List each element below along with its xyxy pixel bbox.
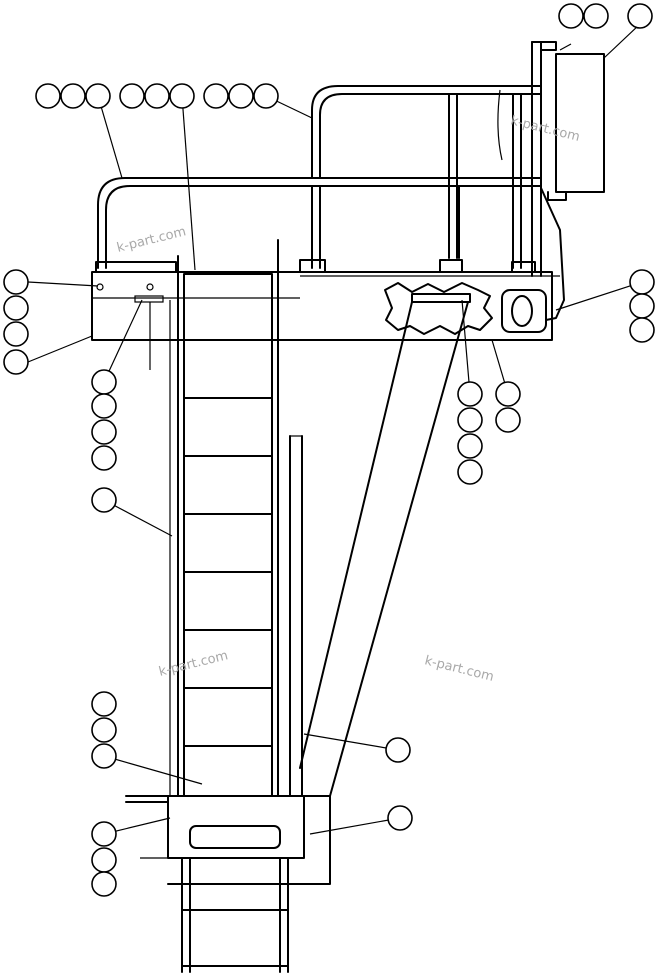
- callout-balloon: [91, 717, 117, 743]
- cutaway-opening: [384, 282, 547, 335]
- callout-balloon: [144, 83, 170, 109]
- callout-balloon: [629, 269, 655, 295]
- callout-balloon: [119, 83, 145, 109]
- callout-balloon: [85, 83, 111, 109]
- callout-balloon: [457, 381, 483, 407]
- callouts: [3, 3, 655, 897]
- callout-balloon: [627, 3, 653, 29]
- callout-balloon: [91, 393, 117, 419]
- callout-balloon: [457, 407, 483, 433]
- callout-balloon: [558, 3, 584, 29]
- callout-balloon: [385, 737, 411, 763]
- callout-balloon: [91, 691, 117, 717]
- callout-balloon: [35, 83, 61, 109]
- callout-balloon: [457, 433, 483, 459]
- right-post: [531, 41, 605, 321]
- lower-landing: [125, 795, 331, 973]
- diagonal-support: [299, 301, 469, 797]
- watermark-4: k-part.com: [423, 653, 495, 685]
- platform-beam: [91, 259, 560, 370]
- callout-balloon: [3, 349, 29, 375]
- ladder: [169, 239, 303, 797]
- callout-balloon: [253, 83, 279, 109]
- watermark-1: k-part.com: [115, 224, 187, 256]
- callout-balloon: [3, 269, 29, 295]
- callout-balloon: [3, 321, 29, 347]
- callout-balloon: [203, 83, 229, 109]
- callout-balloon: [91, 419, 117, 445]
- callout-balloon: [60, 83, 86, 109]
- callout-balloon: [495, 407, 521, 433]
- callout-balloon: [457, 459, 483, 485]
- callout-balloon: [228, 83, 254, 109]
- callout-balloon: [91, 445, 117, 471]
- callout-balloon: [91, 743, 117, 769]
- leader-lines: [27, 23, 643, 835]
- callout-balloon: [91, 821, 117, 847]
- callout-balloon: [629, 293, 655, 319]
- watermark-2: k-part.com: [509, 113, 581, 145]
- callout-balloon: [583, 3, 609, 29]
- callout-balloon: [169, 83, 195, 109]
- callout-balloon: [387, 805, 413, 831]
- callout-balloon: [629, 317, 655, 343]
- callout-balloon: [495, 381, 521, 407]
- callout-balloon: [3, 295, 29, 321]
- callout-balloon: [91, 369, 117, 395]
- handrail: [97, 85, 541, 269]
- watermark-3: k-part.com: [157, 648, 229, 680]
- callout-balloon: [91, 871, 117, 897]
- callout-balloon: [91, 487, 117, 513]
- callout-balloon: [91, 847, 117, 873]
